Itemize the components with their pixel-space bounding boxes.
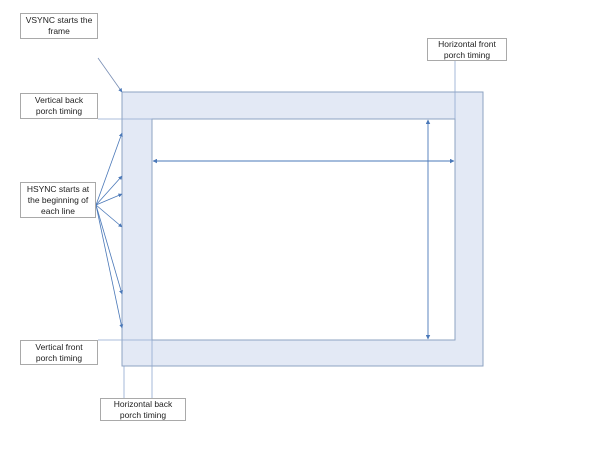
vsync-arrow [97, 57, 123, 93]
hsync-arrow [95, 193, 123, 206]
hsync-arrow [95, 175, 123, 206]
hsync-arrow [95, 204, 123, 295]
vertical-back-porch-label: Vertical back porch timing [20, 93, 98, 119]
hsync-arrow-group [95, 132, 124, 329]
vertical-front-porch-label: Vertical front porch timing [20, 340, 98, 365]
hsync-arrow [95, 204, 124, 329]
hsync-arrow [95, 132, 123, 206]
hsync-label: HSYNC starts at the beginning of each li… [20, 182, 96, 218]
horizontal-back-porch-label: Horizontal back porch timing [100, 398, 186, 421]
horizontal-front-porch-label: Horizontal front porch timing [427, 38, 507, 61]
active-display-area [151, 118, 456, 341]
hsync-arrow [95, 204, 123, 228]
vsync-label: VSYNC starts the frame [20, 13, 98, 39]
